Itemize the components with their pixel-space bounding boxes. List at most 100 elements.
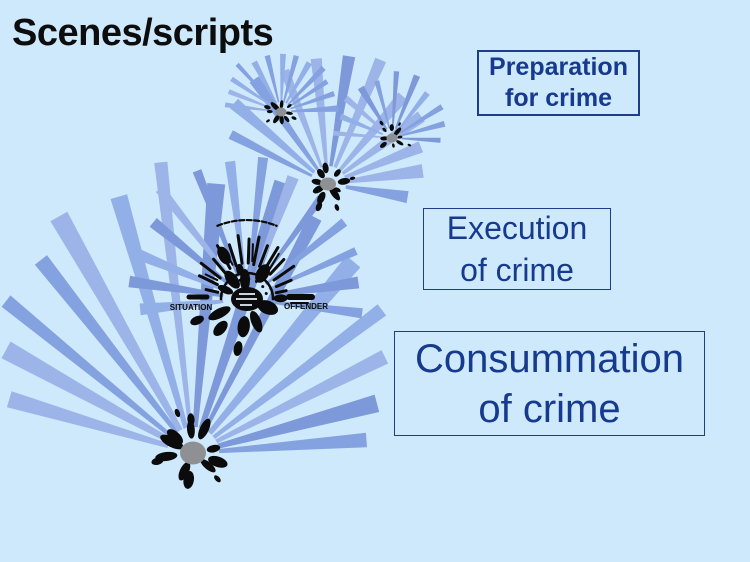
splat-droplet bbox=[398, 122, 401, 126]
arc bbox=[216, 219, 278, 227]
fan-spoke bbox=[344, 141, 424, 179]
splat-droplet bbox=[174, 408, 181, 418]
splat-droplet bbox=[187, 413, 195, 426]
stage-box-line: of crime bbox=[460, 252, 574, 288]
splat-core bbox=[180, 441, 206, 465]
splat-arm bbox=[166, 429, 184, 445]
splat-droplet bbox=[349, 176, 356, 180]
splat-droplet bbox=[291, 116, 297, 120]
fan-spoke bbox=[287, 65, 326, 106]
splat-droplet bbox=[407, 143, 412, 147]
stage-box-preparation: Preparation for crime bbox=[477, 50, 640, 116]
splat-arm bbox=[337, 177, 351, 185]
fan-spoke bbox=[339, 113, 384, 135]
tick-label bbox=[251, 243, 254, 263]
splat-arm bbox=[286, 104, 292, 108]
tick-label bbox=[246, 237, 251, 265]
splat-droplet bbox=[266, 119, 270, 123]
splat-arm bbox=[279, 100, 284, 109]
splat-arm bbox=[255, 264, 271, 283]
tick-label bbox=[204, 273, 219, 282]
splat-arm bbox=[178, 461, 191, 481]
fan-spoke bbox=[397, 91, 430, 131]
splat-arm bbox=[273, 294, 288, 303]
tick-label bbox=[199, 261, 222, 280]
splat-arm bbox=[317, 191, 326, 204]
fan-spoke bbox=[1, 341, 172, 444]
fan-spoke bbox=[280, 53, 286, 102]
fan-spoke bbox=[217, 394, 380, 449]
fan-spoke bbox=[394, 74, 421, 130]
fan-spoke bbox=[192, 183, 226, 428]
fan-spoke bbox=[288, 79, 329, 108]
fan-spoke bbox=[401, 120, 446, 137]
fan-spoke bbox=[264, 54, 280, 103]
fan-spoke bbox=[343, 95, 385, 133]
fan-spoke bbox=[333, 130, 383, 138]
fan-spoke bbox=[270, 300, 363, 319]
splat-arm bbox=[311, 178, 323, 185]
tick-label bbox=[274, 289, 288, 295]
splat-arm bbox=[397, 135, 403, 139]
fan-spoke bbox=[391, 71, 400, 129]
splat-arm bbox=[396, 140, 404, 146]
fan-spoke bbox=[270, 276, 360, 298]
page-title: Scenes/scripts bbox=[12, 12, 274, 54]
splat-arm bbox=[279, 115, 284, 125]
fan-spoke bbox=[345, 185, 409, 204]
splat-arm bbox=[285, 111, 293, 115]
splat-arm bbox=[393, 127, 402, 137]
splat-droplet bbox=[334, 204, 340, 211]
tick-label bbox=[267, 252, 280, 272]
stage-box-consummation: Consummation of crime bbox=[394, 331, 705, 436]
fan-spoke bbox=[128, 275, 224, 298]
fan-spoke bbox=[251, 60, 277, 104]
fan-spoke bbox=[212, 304, 387, 439]
splat-core bbox=[386, 133, 398, 143]
fan-spoke bbox=[227, 89, 272, 109]
splat-arm bbox=[266, 109, 273, 114]
tick-label bbox=[204, 288, 220, 294]
fan-spoke bbox=[310, 58, 328, 167]
fan-spoke bbox=[357, 85, 388, 130]
fan-spoke bbox=[6, 391, 169, 448]
arc-bead bbox=[264, 291, 268, 295]
stage-box-line: Execution bbox=[446, 210, 588, 246]
splat-arm bbox=[380, 136, 389, 141]
splat-droplet bbox=[214, 475, 221, 483]
stage-box-line: Preparation bbox=[489, 53, 628, 81]
fan-spoke bbox=[290, 91, 336, 110]
splat-arm bbox=[283, 115, 290, 123]
splat-arm bbox=[217, 284, 234, 295]
splat-arm bbox=[389, 124, 395, 132]
splat-droplet bbox=[233, 341, 243, 357]
fan-spoke bbox=[345, 164, 424, 184]
splat-arm bbox=[198, 418, 211, 440]
splat-arm bbox=[317, 168, 325, 179]
fan-spoke bbox=[215, 350, 389, 444]
tick-label bbox=[268, 258, 286, 276]
splat-droplet bbox=[264, 105, 271, 110]
fan-spoke bbox=[265, 218, 348, 286]
splat-arm bbox=[200, 459, 216, 473]
splat-droplet bbox=[217, 246, 231, 265]
tick-label bbox=[212, 257, 227, 275]
fan-spoke bbox=[402, 137, 441, 143]
fan-spoke bbox=[329, 55, 356, 167]
splat-droplet bbox=[379, 120, 384, 126]
stage-box-execution: Execution of crime bbox=[423, 208, 611, 290]
fan-spoke bbox=[400, 104, 444, 134]
fan-spoke bbox=[249, 76, 319, 171]
fan-spoke bbox=[207, 255, 361, 435]
splat-droplet bbox=[190, 315, 204, 326]
situation-label: SITUATION bbox=[170, 303, 213, 312]
tick-label bbox=[236, 234, 244, 265]
splat-arm bbox=[206, 444, 221, 453]
fan-spoke bbox=[34, 255, 179, 434]
splat-arm bbox=[382, 127, 387, 132]
tick-label bbox=[197, 274, 219, 287]
splat-core bbox=[320, 177, 336, 191]
stage-box-line: for crime bbox=[505, 84, 612, 112]
